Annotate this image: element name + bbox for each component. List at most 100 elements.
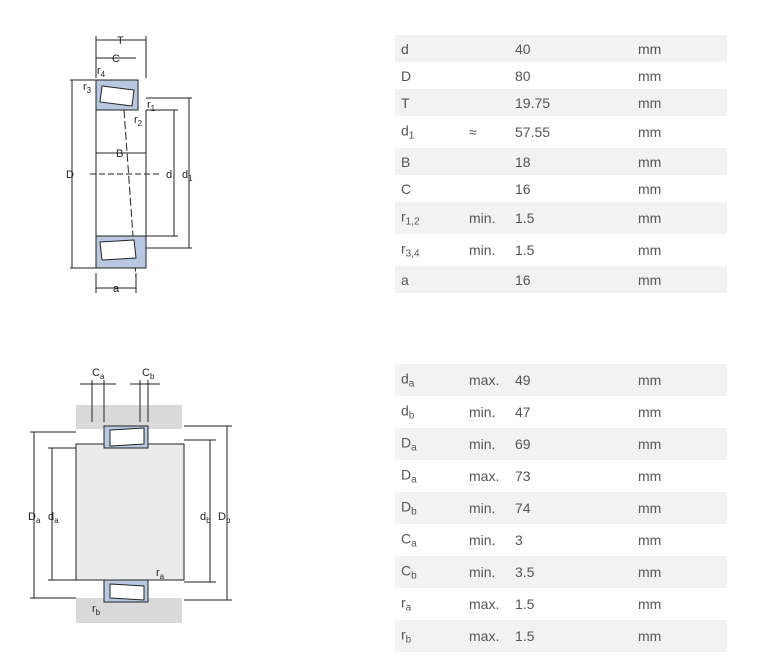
symbol: d1: [401, 122, 415, 142]
label-r3: r3: [83, 81, 92, 95]
value: 73: [515, 468, 531, 484]
value: 40: [515, 40, 531, 57]
symbol: r1,2: [401, 208, 420, 228]
symbol: ra: [401, 594, 412, 614]
unit: mm: [638, 271, 662, 288]
table-row: rb max. 1.5 mm: [395, 620, 727, 652]
unit: mm: [638, 436, 662, 452]
value: 57.55: [515, 124, 551, 140]
unit: mm: [638, 532, 662, 548]
unit: mm: [638, 628, 662, 644]
symbol: r3,4: [401, 240, 420, 260]
value: 16: [515, 271, 531, 288]
unit: mm: [638, 124, 662, 140]
label-a: a: [113, 283, 120, 295]
table-row: Ca min. 3 mm: [395, 524, 727, 556]
value: 69: [515, 436, 531, 452]
qualifier: ≈: [469, 124, 477, 140]
unit: mm: [638, 596, 662, 612]
table-row: T 19.75 mm: [395, 89, 727, 116]
qualifier: min.: [469, 242, 496, 258]
symbol: da: [401, 370, 415, 390]
label-ra: ra: [156, 567, 165, 581]
unit: mm: [638, 40, 662, 57]
value: 80: [515, 67, 531, 84]
label-da: da: [48, 511, 59, 525]
value: 1.5: [515, 596, 535, 612]
symbol: Da: [401, 466, 417, 486]
unit: mm: [638, 242, 662, 258]
value: 19.75: [515, 94, 551, 111]
symbol: a: [401, 271, 409, 288]
label-Cb: Cb: [142, 367, 155, 381]
table-row: a 16 mm: [395, 266, 727, 293]
qualifier: min.: [469, 210, 496, 226]
symbol: db: [401, 402, 415, 422]
abutment-dimensions-table: da max. 49 mm db min. 47 mm Da min. 69 m…: [395, 364, 727, 652]
qualifier: max.: [469, 372, 500, 388]
unit: mm: [638, 468, 662, 484]
label-r1: r1: [147, 99, 156, 113]
table-row: d1 ≈ 57.55 mm: [395, 116, 727, 148]
value: 16: [515, 180, 531, 197]
table-row: r1,2 min. 1.5 mm: [395, 202, 727, 234]
unit: mm: [638, 94, 662, 111]
label-D: D: [66, 169, 74, 181]
unit: mm: [638, 372, 662, 388]
abutment-diagram: Ca Cb Da da db Db ra rb: [28, 367, 232, 623]
symbol: Cb: [401, 562, 417, 582]
bearing-dimensions-table: d 40 mm D 80 mm T 19.75 mm d1 ≈ 57.55 mm…: [395, 35, 727, 293]
value: 3: [515, 532, 523, 548]
qualifier: min.: [469, 500, 496, 516]
symbol: C: [401, 180, 412, 197]
qualifier: max.: [469, 596, 500, 612]
label-T: T: [117, 35, 124, 47]
table-row: db min. 47 mm: [395, 396, 727, 428]
symbol: Ca: [401, 530, 417, 550]
qualifier: min.: [469, 404, 496, 420]
value: 49: [515, 372, 531, 388]
value: 1.5: [515, 210, 535, 226]
value: 18: [515, 153, 531, 170]
qualifier: max.: [469, 468, 500, 484]
table-row: r3,4 min. 1.5 mm: [395, 234, 727, 266]
table-row: C 16 mm: [395, 175, 727, 202]
symbol: D: [401, 67, 412, 84]
value: 3.5: [515, 564, 535, 580]
table-row: ra max. 1.5 mm: [395, 588, 727, 620]
value: 47: [515, 404, 531, 420]
qualifier: max.: [469, 628, 500, 644]
qualifier: min.: [469, 532, 496, 548]
unit: mm: [638, 404, 662, 420]
qualifier: min.: [469, 436, 496, 452]
bearing-section-diagram: T C B D d d1 r1 r2 r3 r4 a: [66, 35, 193, 295]
label-rb: rb: [92, 603, 101, 617]
table-row: B 18 mm: [395, 148, 727, 175]
table-row: d 40 mm: [395, 35, 727, 62]
symbol: Da: [401, 434, 417, 454]
value: 74: [515, 500, 531, 516]
unit: mm: [638, 500, 662, 516]
unit: mm: [638, 180, 662, 197]
symbol: B: [401, 153, 411, 170]
table-row: Da min. 69 mm: [395, 428, 727, 460]
label-Db: Db: [218, 511, 231, 525]
table-row: Db min. 74 mm: [395, 492, 727, 524]
value: 1.5: [515, 628, 535, 644]
unit: mm: [638, 564, 662, 580]
symbol: d: [401, 40, 409, 57]
label-r2: r2: [134, 114, 143, 128]
unit: mm: [638, 67, 662, 84]
label-B: B: [116, 148, 123, 160]
label-Da: Da: [28, 511, 41, 525]
symbol: rb: [401, 626, 412, 646]
unit: mm: [638, 153, 662, 170]
label-db: db: [200, 511, 211, 525]
value: 1.5: [515, 242, 535, 258]
table-row: Da max. 73 mm: [395, 460, 727, 492]
table-row: Cb min. 3.5 mm: [395, 556, 727, 588]
unit: mm: [638, 210, 662, 226]
qualifier: min.: [469, 564, 496, 580]
label-C: C: [112, 53, 120, 65]
label-r4: r4: [97, 65, 106, 79]
